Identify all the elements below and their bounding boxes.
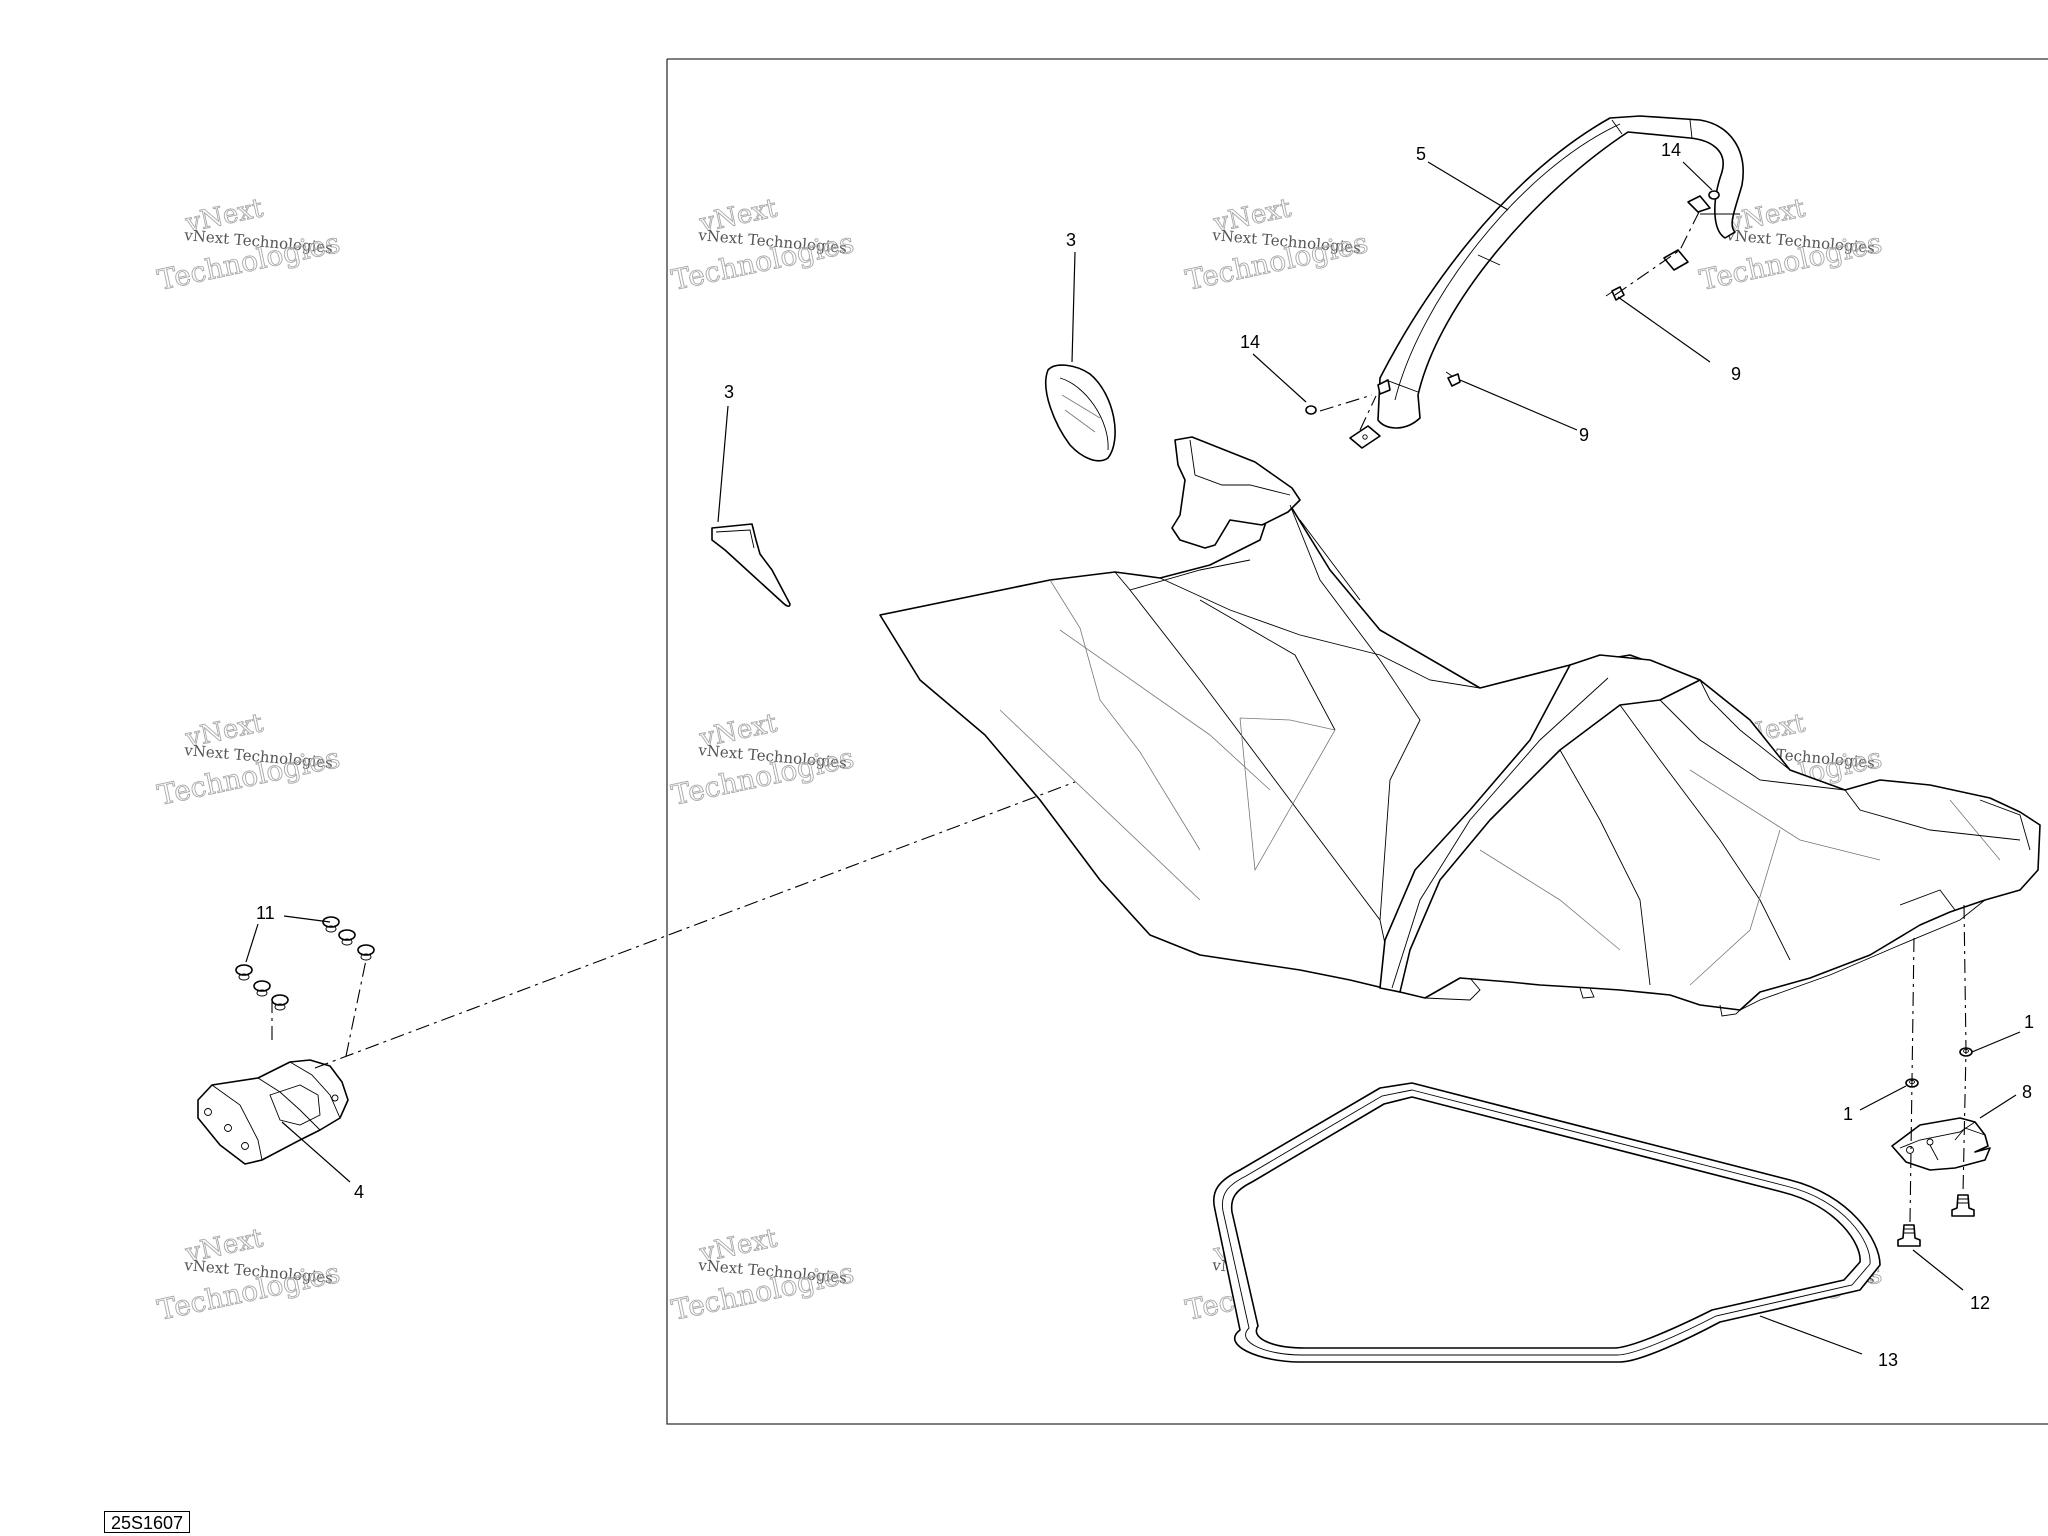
- rear-grab-strap: [1377, 115, 1744, 429]
- screw: [1897, 1224, 1921, 1247]
- assembly-line: [314, 781, 1076, 1069]
- callout-14-right: 14: [1661, 140, 1681, 160]
- leader-line: [1912, 1249, 1964, 1291]
- leader-line: [1427, 161, 1509, 211]
- seat: [879, 436, 2041, 1017]
- nut-left: [1305, 405, 1317, 415]
- leader-line: [717, 405, 729, 523]
- callout-3-right: 3: [1066, 230, 1076, 250]
- assembly-line: [1614, 209, 1701, 296]
- callout-12: 12: [1970, 1293, 1990, 1313]
- side-cover-left: [711, 523, 791, 607]
- grommet: [253, 980, 271, 997]
- callout-9-right: 9: [1731, 364, 1741, 384]
- push-rivet-left: [1445, 371, 1461, 387]
- callout-14-left: 14: [1240, 332, 1260, 352]
- leader-line: [1459, 379, 1578, 431]
- grommet: [235, 964, 253, 981]
- assembly-line: [1319, 394, 1373, 412]
- watermark: vNext vNext Technologies Technologies: [1182, 193, 1371, 298]
- grommet: [322, 916, 340, 933]
- leader-line: [1979, 1094, 2017, 1119]
- assembly-line: [1909, 937, 1915, 1223]
- leader-line: [245, 923, 259, 963]
- clip-nut-right-upper: [1687, 195, 1711, 213]
- side-cover-right: [1044, 364, 1116, 462]
- leader-line: [1252, 353, 1307, 403]
- watermark: vNext vNext Technologies Technologies: [668, 193, 857, 298]
- nut-right: [1708, 190, 1720, 200]
- leader-line: [1859, 1085, 1907, 1111]
- watermark: vNext vNext Technologies Technologies: [154, 193, 343, 298]
- screw: [1951, 1194, 1975, 1217]
- grommet-set: [235, 916, 375, 1011]
- callout-5: 5: [1416, 144, 1426, 164]
- watermark: vNext vNext Technologies Technologies: [668, 1223, 857, 1328]
- diagram-code: 25S1607: [110, 1513, 184, 1533]
- callout-11: 11: [256, 903, 275, 923]
- clip-nut-left-upper: [1377, 379, 1391, 395]
- assembly-line: [1359, 395, 1377, 431]
- leader-line: [1759, 1315, 1863, 1355]
- clip-nut-left: [1349, 425, 1381, 449]
- push-rivet-right: [1605, 286, 1625, 301]
- grommet: [271, 994, 289, 1011]
- watermark: vNext vNext Technologies Technologies: [668, 708, 857, 813]
- assembly-line: [1962, 904, 1967, 1194]
- callout-3-left: 3: [724, 382, 734, 402]
- assembly-line: [345, 959, 367, 1057]
- callout-1-left: 1: [1843, 1104, 1853, 1124]
- leader-line: [1971, 1031, 2021, 1053]
- callout-8: 8: [2022, 1082, 2032, 1102]
- latch-bracket: [197, 1059, 349, 1165]
- grommet: [338, 929, 356, 946]
- watermark: vNext vNext Technologies Technologies: [154, 708, 343, 813]
- callout-9-left: 9: [1579, 425, 1589, 445]
- leader-line: [1617, 296, 1711, 363]
- seat-latch: [1891, 1117, 1991, 1171]
- seat-gasket: [1213, 1082, 1881, 1363]
- grommet: [357, 944, 375, 961]
- leader-line: [1071, 251, 1076, 363]
- diagram-code-box: 25S1607: [104, 1511, 190, 1533]
- diagram-frame: [666, 58, 2048, 1425]
- leader-line: [1682, 161, 1713, 191]
- watermark: vNext vNext Technologies Technologies: [154, 1223, 343, 1328]
- callout-1-right: 1: [2024, 1012, 2034, 1032]
- callout-13: 13: [1878, 1350, 1898, 1370]
- callout-4: 4: [354, 1182, 364, 1202]
- leader-line: [283, 915, 331, 923]
- clip-nut-right: [1663, 249, 1689, 271]
- leader-line: [281, 1121, 351, 1183]
